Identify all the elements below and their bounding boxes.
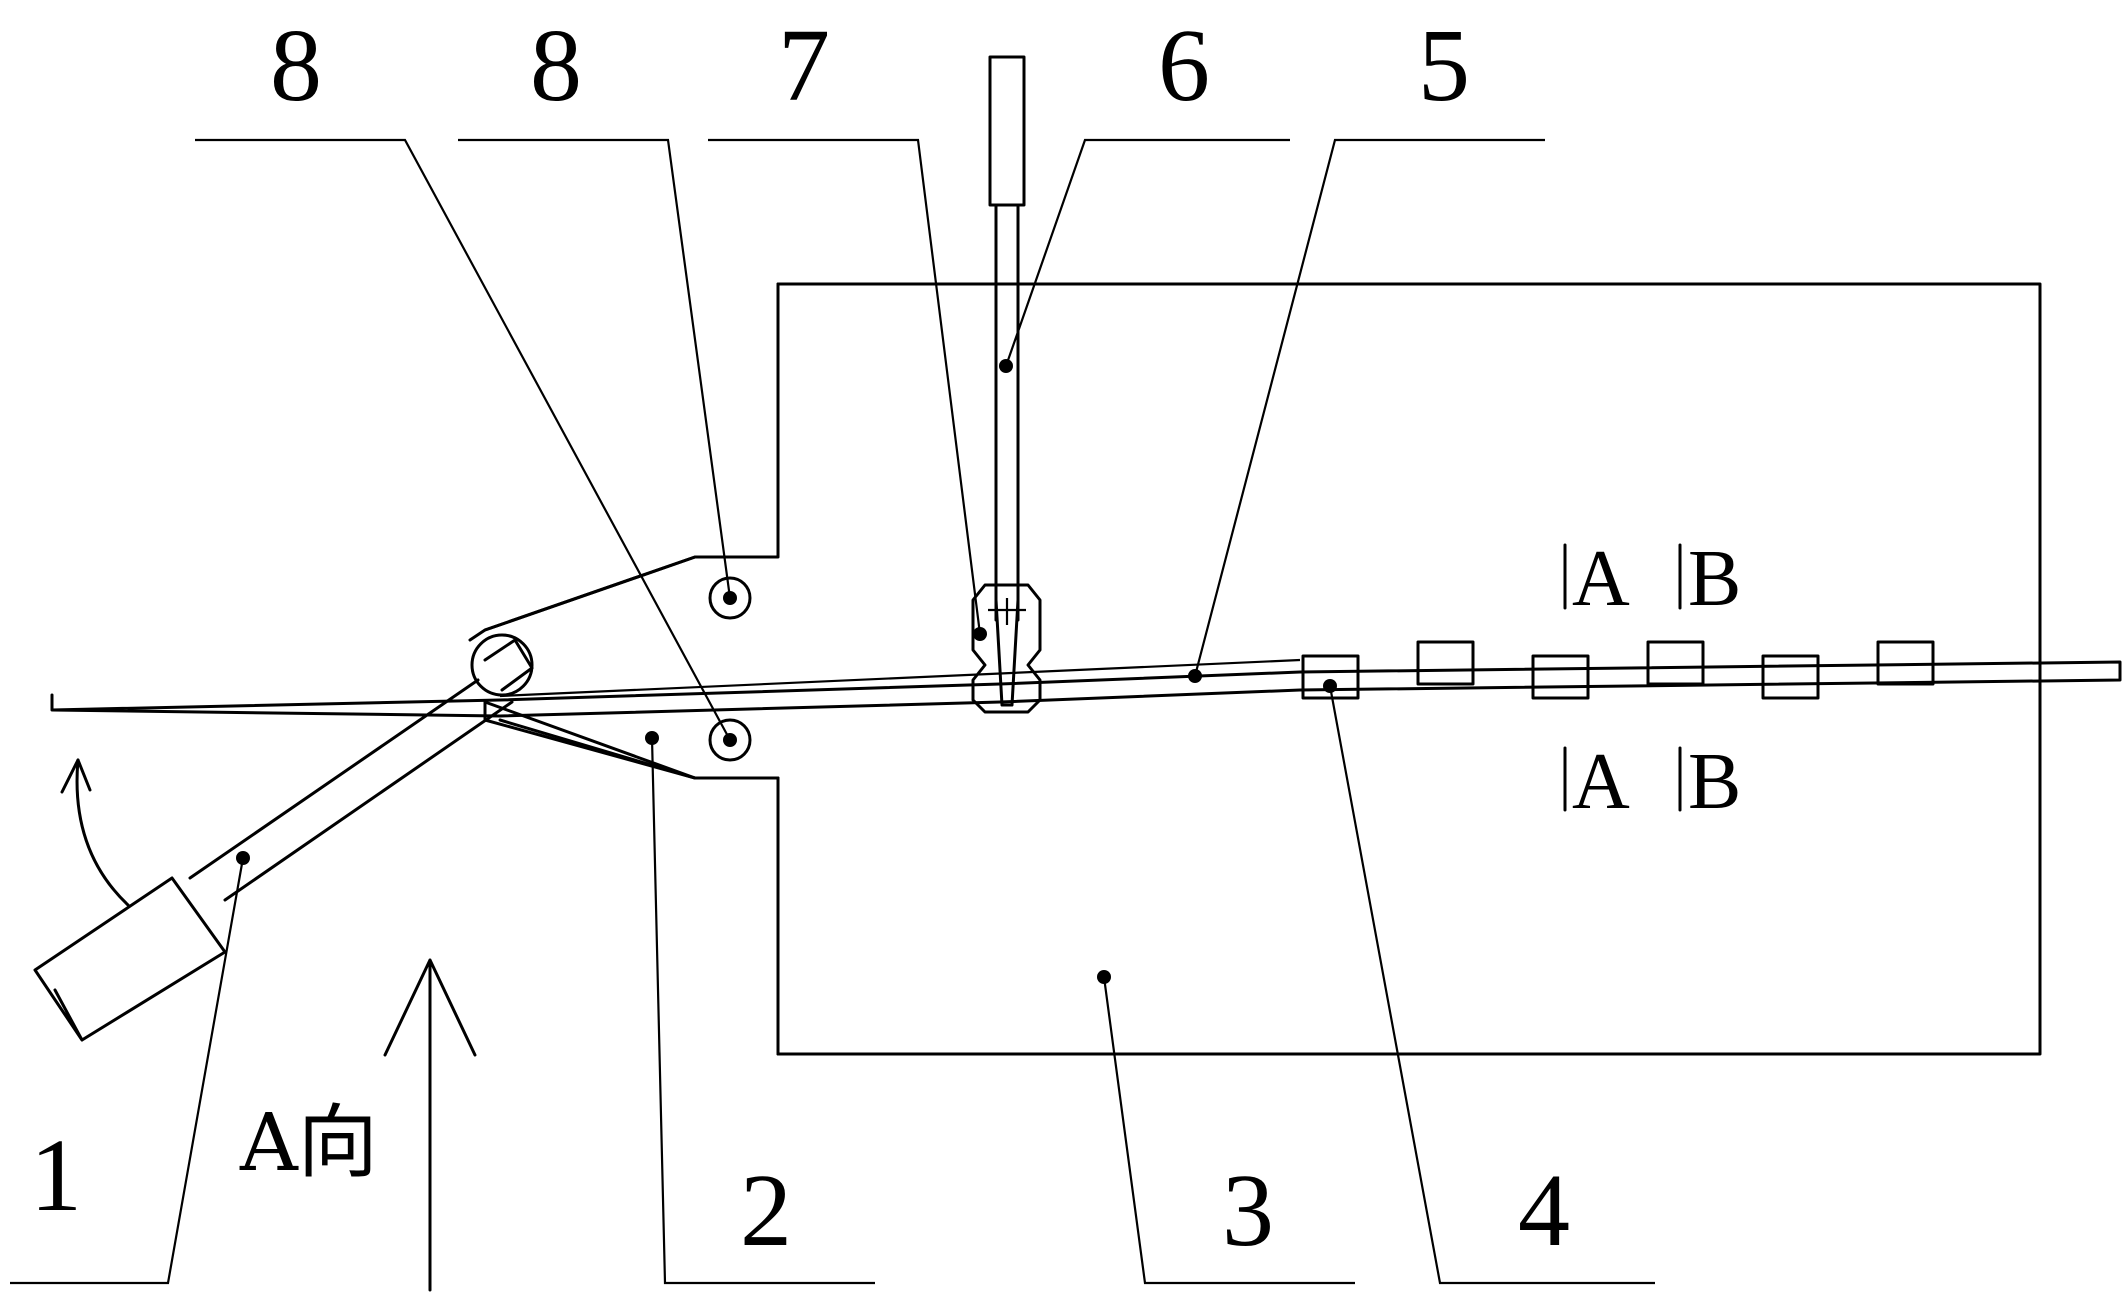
- rotation-arrow: [77, 760, 128, 905]
- direction-arrow: [385, 960, 475, 1290]
- leader-8a: [195, 140, 730, 740]
- leader-6: [1006, 140, 1290, 366]
- label-8a: 8: [270, 8, 322, 123]
- label-5: 5: [1418, 8, 1470, 123]
- housing-outline: [470, 284, 778, 1054]
- section-a-bottom: A: [1572, 738, 1630, 826]
- block-3: [1533, 656, 1588, 698]
- clamp-cross: [988, 598, 1026, 625]
- block-2: [1418, 642, 1473, 684]
- section-a-top: A: [1572, 535, 1630, 623]
- lower-guide-plate: [500, 720, 695, 778]
- label-7: 7: [778, 8, 830, 123]
- tool-shaft: [996, 205, 1018, 620]
- lever-pivot: [472, 635, 532, 695]
- housing-body: [485, 284, 2040, 1054]
- label-6: 6: [1158, 8, 1210, 123]
- label-2: 2: [740, 1153, 792, 1268]
- leader-8b: [458, 140, 730, 598]
- leader-5: [1195, 140, 1545, 676]
- section-b-top: B: [1688, 535, 1741, 623]
- direction-label: A向: [239, 1096, 378, 1189]
- label-8b: 8: [530, 8, 582, 123]
- label-3: 3: [1222, 1153, 1274, 1268]
- tool-handle: [990, 57, 1024, 205]
- block-5: [1763, 656, 1818, 698]
- leader-7: [708, 140, 980, 634]
- block-4: [1648, 642, 1703, 684]
- section-b-bottom: B: [1688, 738, 1741, 826]
- label-4: 4: [1518, 1153, 1570, 1268]
- label-1: 1: [30, 1118, 82, 1233]
- lever-handle: [35, 878, 225, 1040]
